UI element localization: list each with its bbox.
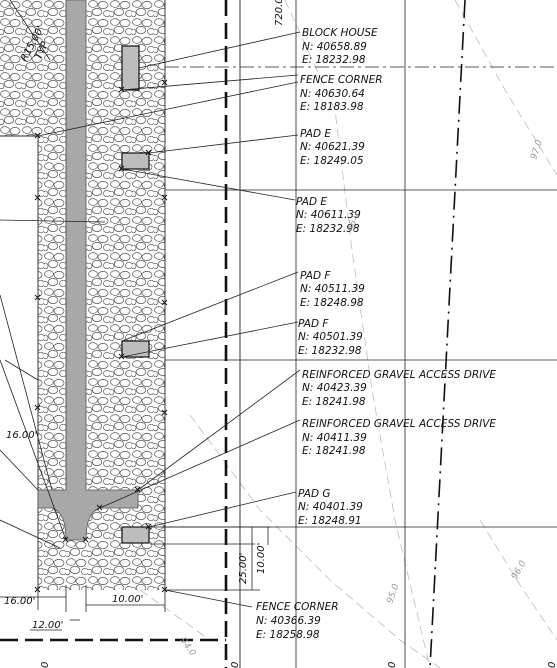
contour-95: 95.0 xyxy=(385,583,401,606)
callout-title: REINFORCED GRAVEL ACCESS DRIVE xyxy=(302,418,496,430)
callout-east: E: 18248.91 xyxy=(298,515,362,527)
callout-east: E: 18183.98 xyxy=(300,101,364,113)
callout-north: N: 40630.64 xyxy=(300,88,365,100)
bottom-tick-d: 0 xyxy=(547,662,557,668)
dimension-lines xyxy=(0,0,270,631)
callout-north: N: 40423.39 xyxy=(302,382,367,394)
callout-pad-f-2: PAD F N: 40501.39 E: 18232.98 xyxy=(298,318,363,357)
callout-east: E: 18258.98 xyxy=(256,629,320,641)
contour-97: 97.0 xyxy=(529,139,545,161)
callout-east: E: 18232.98 xyxy=(302,54,366,66)
vertical-10-label: 10.00' xyxy=(256,543,267,574)
contour-96-upper: 96.0 xyxy=(347,211,360,233)
pad-e-shape xyxy=(121,152,150,170)
right-width-label: 10.00' xyxy=(112,594,143,605)
callout-east: E: 18241.98 xyxy=(302,445,366,457)
callout-north: N: 40511.39 xyxy=(300,283,365,295)
bottom-tick-b: 0 xyxy=(230,662,241,668)
contour-94: 94.0 xyxy=(178,636,198,658)
callout-north: N: 40621.39 xyxy=(300,141,365,153)
contour-lines xyxy=(139,0,557,668)
callout-fence-corner-bottom: FENCE CORNER N: 40366.39 E: 18258.98 xyxy=(256,601,339,641)
callout-north: N: 40501.39 xyxy=(298,331,363,343)
bottom-width-label: 12.00' xyxy=(32,620,63,631)
callout-pad-e-1: PAD E N: 40621.39 E: 18249.05 xyxy=(300,128,365,167)
pad-g-shape xyxy=(121,526,150,544)
callout-east: E: 18249.05 xyxy=(300,155,364,167)
bottom-tick-a: 0 xyxy=(40,662,51,668)
callout-access-drive-1: REINFORCED GRAVEL ACCESS DRIVE N: 40423.… xyxy=(302,369,496,408)
callout-east: E: 18241.98 xyxy=(302,396,366,408)
callout-north: N: 40411.39 xyxy=(302,432,367,444)
callout-title: PAD E xyxy=(300,128,331,140)
callout-title: PAD F xyxy=(300,270,331,282)
callout-pad-g: PAD G N: 40401.39 E: 18248.91 xyxy=(298,488,363,527)
top-elevation-label: 720.0 xyxy=(274,0,285,26)
callout-pad-e-2: PAD E N: 40611.39 E: 18232.98 xyxy=(296,196,361,235)
callout-title: FENCE CORNER xyxy=(300,74,383,86)
callout-north: N: 40658.89 xyxy=(302,41,367,53)
callout-north: N: 40401.39 xyxy=(298,501,363,513)
survey-markers xyxy=(34,79,168,593)
fence-lines xyxy=(0,0,228,668)
callout-title: PAD E xyxy=(296,196,327,208)
vertical-25-label: 25.00' xyxy=(238,553,249,584)
callout-east: E: 18232.98 xyxy=(298,345,362,357)
callout-access-drive-2: REINFORCED GRAVEL ACCESS DRIVE N: 40411.… xyxy=(302,418,496,457)
bottom-edge-labels: 0 0 0 0 xyxy=(40,662,557,668)
callout-pad-f-1: PAD F N: 40511.39 E: 18248.98 xyxy=(300,270,365,309)
leader-lines xyxy=(0,31,301,608)
callout-block-house: BLOCK HOUSE N: 40658.89 E: 18232.98 xyxy=(302,27,378,66)
callout-north: N: 40366.39 xyxy=(256,615,321,627)
partial-left-label: 16.00' xyxy=(6,430,37,441)
pads xyxy=(121,45,150,544)
callout-fence-corner-top: FENCE CORNER N: 40630.64 E: 18183.98 xyxy=(300,74,383,113)
callout-title: REINFORCED GRAVEL ACCESS DRIVE xyxy=(302,369,496,381)
callout-east: E: 18232.98 xyxy=(296,223,360,235)
callout-east: E: 18248.98 xyxy=(300,297,364,309)
callout-title: PAD G xyxy=(298,488,331,500)
callout-title: PAD F xyxy=(298,318,329,330)
callout-title: FENCE CORNER xyxy=(256,601,339,613)
fence-dash-dot xyxy=(429,0,466,668)
left-width-label: 16.00' xyxy=(4,596,35,607)
callout-title: BLOCK HOUSE xyxy=(302,27,378,39)
callout-north: N: 40611.39 xyxy=(296,209,361,221)
contour-96-lower: 96.0 xyxy=(510,559,529,582)
bottom-tick-c: 0 xyxy=(387,662,398,668)
block-house-pad xyxy=(121,45,140,91)
